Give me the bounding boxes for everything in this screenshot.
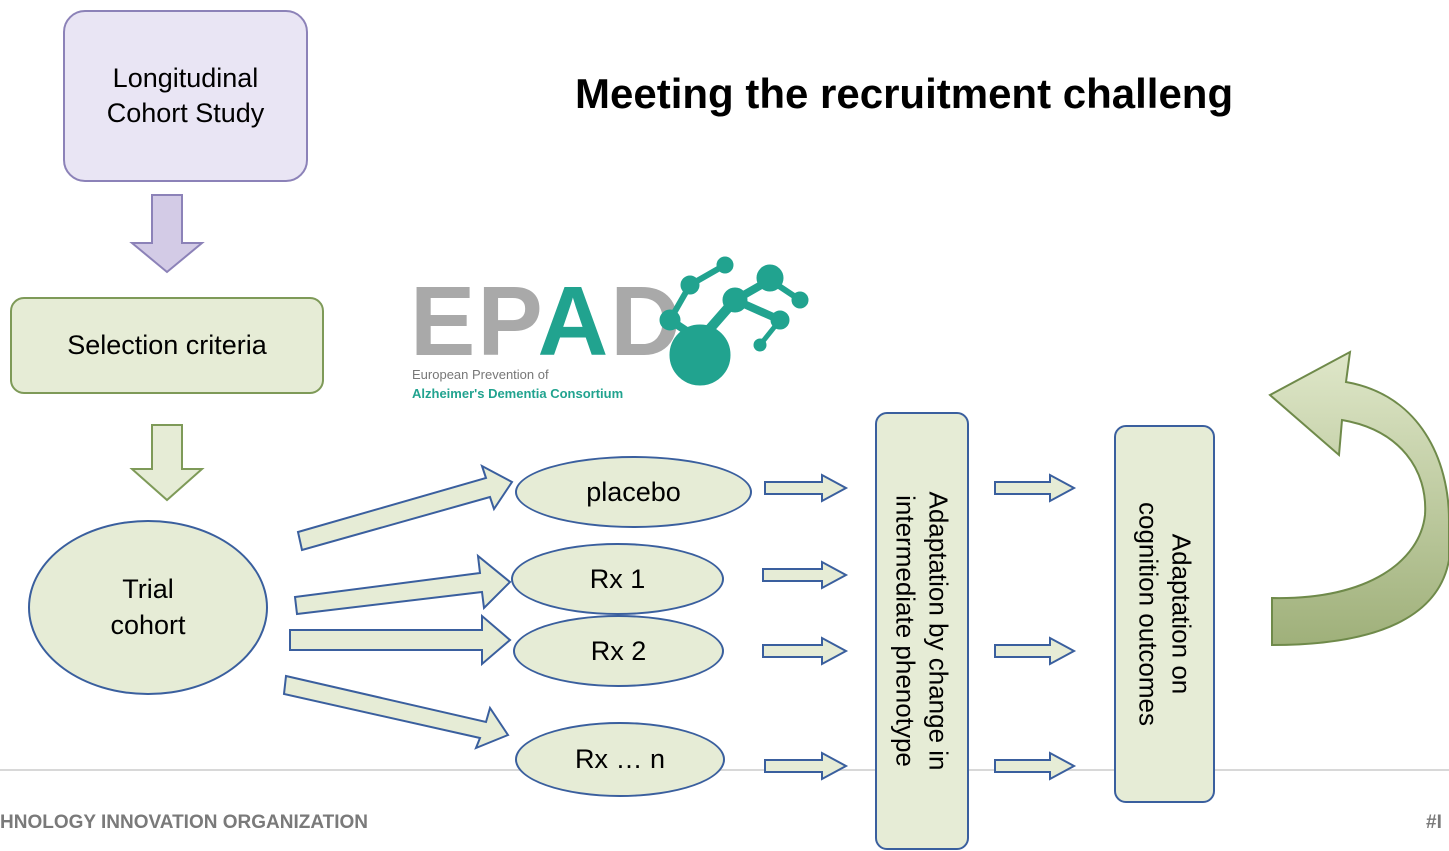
fan-arrow-rx2 bbox=[289, 613, 512, 667]
arm-rx2: Rx 2 bbox=[513, 615, 724, 687]
right-arrow-rxn-inter bbox=[764, 751, 849, 781]
logo-subtitle-2: Alzheimer's Dementia Consortium bbox=[412, 386, 624, 401]
right-arrow-rx1-inter bbox=[762, 560, 849, 590]
selection-criteria-label: Selection criteria bbox=[67, 329, 267, 360]
trial-cohort-line2: cohort bbox=[110, 609, 186, 640]
right-arrow-inter-cog-1 bbox=[994, 473, 1077, 503]
arm-label: Rx … n bbox=[574, 744, 666, 774]
right-arrow-placebo-inter bbox=[764, 473, 849, 503]
feedback-curve-arrow bbox=[1268, 350, 1449, 647]
trial-cohort-ellipse: Trial cohort bbox=[28, 520, 268, 695]
logo-letter-p: P bbox=[477, 266, 538, 376]
fan-arrow-rxn bbox=[282, 674, 510, 750]
epad-logo-wordmark: EPAD bbox=[410, 272, 683, 370]
slide-title: Meeting the recruitment challeng bbox=[575, 70, 1234, 117]
arm-rxn: Rx … n bbox=[515, 722, 725, 797]
logo-letter-a: A bbox=[537, 266, 611, 376]
right-arrow-rx2-inter bbox=[762, 636, 849, 666]
fan-arrow-rx1 bbox=[293, 553, 512, 616]
footer-divider bbox=[0, 769, 1449, 771]
cohort-study-label: Longitudinal Cohort Study bbox=[106, 62, 265, 128]
right-arrow-inter-cog-2 bbox=[994, 636, 1077, 666]
adaptation-intermediate-box: Adaptation by change in intermediate phe… bbox=[875, 412, 969, 850]
fan-arrow-placebo bbox=[296, 463, 514, 552]
arm-label: placebo bbox=[586, 476, 681, 507]
arm-label: Rx 1 bbox=[589, 563, 646, 594]
right-arrow-inter-cog-3 bbox=[994, 751, 1077, 781]
footer-hashtag: #I bbox=[1426, 812, 1442, 833]
down-arrow-green bbox=[129, 424, 205, 502]
logo-letter-e: E bbox=[410, 266, 478, 376]
arm-label: Rx 2 bbox=[590, 635, 647, 666]
arm-rx1: Rx 1 bbox=[511, 543, 724, 615]
arm-placebo: placebo bbox=[515, 456, 752, 528]
selection-criteria-box: Selection criteria bbox=[10, 297, 324, 394]
adaptation-cognition-box: Adaptation on cognition outcomes bbox=[1114, 425, 1215, 803]
cohort-study-box: Longitudinal Cohort Study bbox=[63, 10, 308, 182]
logo-subtitle-1: European Prevention of bbox=[412, 367, 549, 382]
trial-cohort-line1: Trial bbox=[122, 574, 174, 605]
footer-organization: HNOLOGY INNOVATION ORGANIZATION bbox=[0, 812, 369, 833]
down-arrow-purple bbox=[129, 194, 205, 274]
